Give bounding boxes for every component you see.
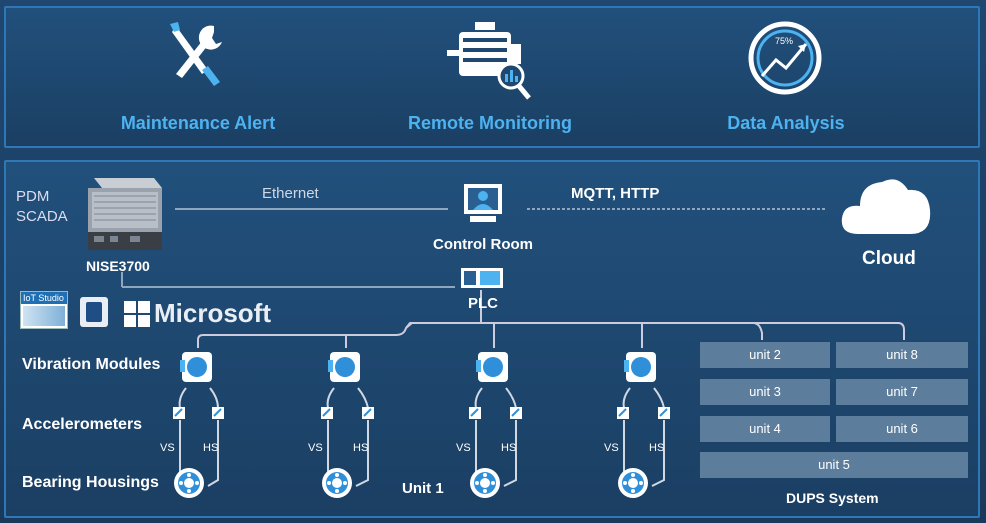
plc-icon	[461, 268, 503, 288]
row-label-accelerometers: Accelerometers	[22, 416, 143, 433]
control-room-icon	[464, 184, 502, 222]
microsoft-label: Microsoft	[154, 298, 271, 328]
accelerometer-icon	[173, 407, 185, 419]
accelerometer-icon	[212, 407, 224, 419]
iot-studio-label: IoT Studio	[21, 292, 67, 304]
feature-label-remote: Remote Monitoring	[408, 113, 572, 133]
ethernet-label: Ethernet	[262, 185, 319, 202]
motor-magnifier-icon	[447, 22, 531, 100]
bearing-housing-icon	[470, 468, 500, 498]
cloud-icon	[841, 179, 931, 234]
iot-studio-logo: IoT Studio	[20, 291, 68, 329]
feature-label-maintenance: Maintenance Alert	[120, 113, 276, 133]
unit-box: unit 2	[700, 342, 830, 368]
plc-label: PLC	[468, 295, 498, 312]
nise-label: NISE3700	[86, 258, 150, 274]
wrench-screwdriver-icon	[170, 22, 222, 86]
protocol-label: MQTT, HTTP	[571, 185, 660, 202]
hs-label: HS	[649, 442, 665, 454]
unit-box: unit 6	[836, 416, 968, 442]
bearing-housing-icon	[618, 468, 648, 498]
accelerometer-icon	[617, 407, 629, 419]
vibration-module-icon	[328, 352, 360, 382]
vs-label: VS	[604, 442, 619, 454]
unit1-label: Unit 1	[402, 480, 444, 497]
accelerometer-icon	[362, 407, 374, 419]
bearing-housing-icon	[322, 468, 352, 498]
row-label-bearing: Bearing Housings	[22, 474, 159, 491]
unit-box: unit 5	[700, 452, 968, 478]
accelerometer-icon	[658, 407, 670, 419]
plc-bus-line	[197, 322, 763, 348]
feature-label-analysis: Data Analysis	[727, 113, 845, 133]
dups-label: DUPS System	[786, 490, 879, 506]
vs-label: VS	[308, 442, 323, 454]
accelerometer-icon	[469, 407, 481, 419]
control-room-label: Control Room	[433, 236, 533, 253]
vs-label: VS	[160, 442, 175, 454]
unit-box: unit 4	[700, 416, 830, 442]
nise-device-icon	[88, 178, 162, 250]
vs-label: VS	[456, 442, 471, 454]
unit-box: unit 7	[836, 379, 968, 405]
gauge-percent-text: 75%	[775, 36, 793, 46]
microsoft-logo-icon	[124, 301, 150, 327]
cloud-label: Cloud	[862, 248, 916, 269]
unit-box: unit 8	[836, 342, 968, 368]
hs-label: HS	[501, 442, 517, 454]
scada-label: SCADA	[16, 208, 68, 225]
gauge-chart-icon: 75%	[748, 21, 822, 95]
software-logo	[80, 297, 108, 327]
accelerometer-icon	[321, 407, 333, 419]
accelerometer-icon	[510, 407, 522, 419]
vibration-module-icon	[180, 352, 212, 382]
row-label-vibration: Vibration Modules	[22, 356, 161, 373]
pdm-label: PDM	[16, 188, 50, 205]
vibration-module-icon	[624, 352, 656, 382]
vibration-module-icon	[476, 352, 508, 382]
bearing-housing-icon	[174, 468, 204, 498]
hs-label: HS	[353, 442, 369, 454]
hs-label: HS	[203, 442, 219, 454]
unit-box: unit 3	[700, 379, 830, 405]
